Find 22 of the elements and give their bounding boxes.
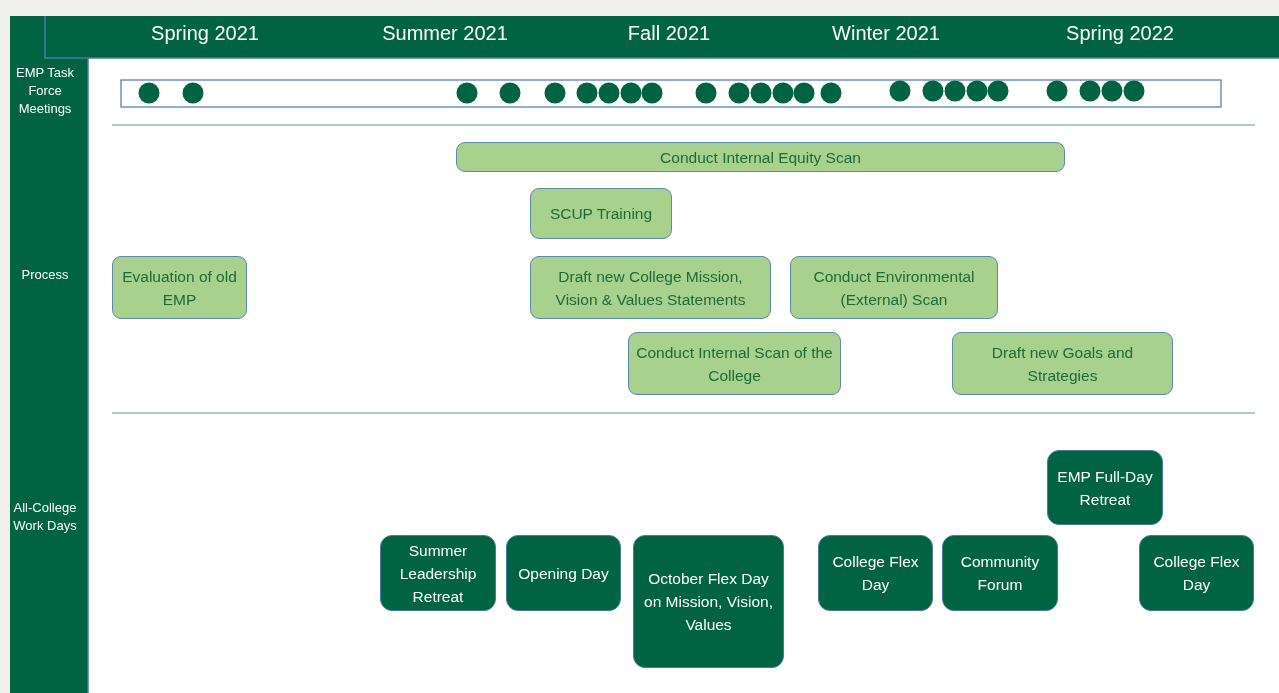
event-box: College Flex Day xyxy=(1139,535,1254,611)
event-box: Summer Leadership Retreat xyxy=(380,535,496,611)
event-box: Opening Day xyxy=(506,535,621,611)
process-box: Conduct Internal Equity Scan xyxy=(456,142,1065,172)
process-box: SCUP Training xyxy=(530,188,672,239)
process-box: Conduct Internal Scan of the College xyxy=(628,332,841,395)
season-header: Summer 2021 xyxy=(381,22,509,45)
process-box: Draft new Goals and Strategies xyxy=(952,332,1173,395)
event-box: Community Forum xyxy=(942,535,1058,611)
process-box: Conduct Environmental (External) Scan xyxy=(790,256,998,319)
season-header: Spring 2021 xyxy=(150,22,260,45)
row-label: All-College Work Days xyxy=(12,499,78,535)
season-header: Winter 2021 xyxy=(831,22,941,45)
row-label: EMP Task Force Meetings xyxy=(14,64,75,118)
process-box: Evaluation of old EMP xyxy=(112,256,247,319)
event-box: October Flex Day on Mission, Vision, Values xyxy=(633,535,784,668)
season-header: Spring 2022 xyxy=(1065,22,1175,45)
season-header: Fall 2021 xyxy=(626,22,712,45)
event-box: College Flex Day xyxy=(818,535,933,611)
row-label: Process xyxy=(20,266,70,284)
process-box: Draft new College Mission, Vision & Values Statements xyxy=(530,256,771,319)
event-box: EMP Full-Day Retreat xyxy=(1047,450,1163,525)
